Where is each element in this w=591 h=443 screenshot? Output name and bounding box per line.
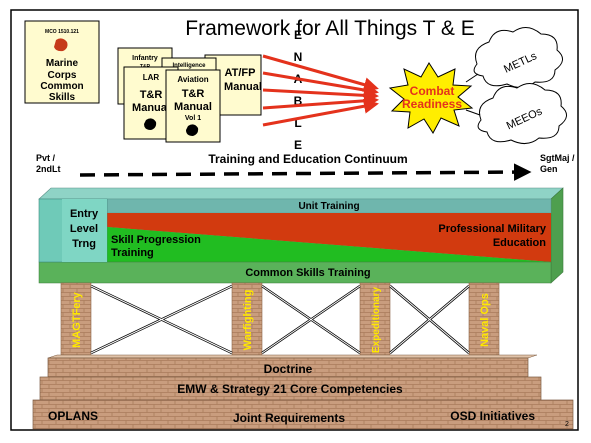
pillar-expeditionary bbox=[359, 282, 391, 356]
continuum-start-line-1: Pvt / bbox=[36, 153, 56, 163]
metls-cloud: METLs bbox=[473, 27, 563, 88]
continuum-end-line-1: SgtMaj / bbox=[540, 153, 575, 163]
lar-emblem-icon bbox=[144, 118, 157, 130]
pillar-warfighting-label: Warfighting bbox=[242, 290, 254, 351]
oplans-label: OPLANS bbox=[48, 409, 98, 423]
infantry-title: Infantry bbox=[132, 55, 158, 62]
common-skills-band bbox=[38, 261, 552, 284]
continuum-label: Training and Education Continuum bbox=[208, 152, 407, 166]
lar-tr: T&R bbox=[140, 89, 163, 101]
eagle-globe-anchor-icon bbox=[54, 38, 68, 52]
joint-requirements-label: Joint Requirements bbox=[233, 411, 345, 425]
aviation-emblem-icon bbox=[186, 124, 199, 136]
pme-band bbox=[107, 213, 551, 262]
readiness-label: Readiness bbox=[402, 97, 462, 111]
continuum-end-line-2: Gen bbox=[540, 164, 558, 174]
pillar-magtfery-label: MAGTFery bbox=[71, 291, 83, 348]
aviation-title: Aviation bbox=[177, 75, 208, 84]
pillar-naval-ops-label: Naval Ops bbox=[479, 293, 491, 347]
pillar-expeditionary-label: Expeditionary bbox=[371, 287, 382, 354]
atfp-title: AT/FP bbox=[225, 67, 256, 79]
aviation-tr: T&R bbox=[182, 88, 205, 100]
manual-stack: AT/FP Manual Infantry T&R Intelligence L… bbox=[117, 47, 262, 143]
pillars: MAGTFery Warfighting Expeditionary Naval… bbox=[60, 282, 500, 356]
unit-training-label: Unit Training bbox=[298, 201, 359, 212]
mcs-line-4: Skills bbox=[49, 92, 76, 103]
entry-label-line-1: Entry bbox=[70, 208, 99, 220]
emw-label: EMW & Strategy 21 Core Competencies bbox=[177, 382, 403, 396]
combat-readiness-burst: Combat Readiness bbox=[388, 62, 474, 134]
truss-highlights bbox=[90, 285, 470, 354]
doctrine-label: Doctrine bbox=[264, 362, 313, 376]
slide-title: Framework for All Things T & E bbox=[185, 17, 474, 40]
lar-manual: Manual bbox=[132, 102, 170, 114]
entry-level-face bbox=[62, 199, 107, 262]
enable-letter-4: B bbox=[294, 94, 303, 108]
page-number: 2 bbox=[565, 421, 569, 428]
intelligence-title: Intelligence bbox=[172, 63, 206, 69]
mcs-order-number: MCO 1510.121 bbox=[45, 29, 79, 35]
common-skills-label: Common Skills Training bbox=[245, 267, 370, 279]
continuum-arrow bbox=[79, 163, 532, 181]
enable-letter-6: E bbox=[294, 138, 302, 152]
slide-border bbox=[10, 9, 579, 431]
enable-letter-5: L bbox=[294, 116, 301, 130]
skill-label-line-2: Training bbox=[111, 247, 154, 259]
layer-side-face bbox=[550, 187, 564, 284]
cloud-connectors bbox=[465, 73, 481, 116]
layer-top-face bbox=[38, 187, 564, 200]
osd-initiatives-label: OSD Initiatives bbox=[450, 409, 535, 423]
lar-title: LAR bbox=[143, 73, 160, 82]
entry-label-line-3: Trng bbox=[72, 238, 96, 250]
meeos-cloud: MEEOs bbox=[477, 83, 567, 144]
combat-label: Combat bbox=[410, 84, 455, 98]
skill-progression-band bbox=[107, 227, 551, 262]
mcs-manual: MCO 1510.121 Marine Corps Common Skills bbox=[24, 20, 100, 104]
pillar-warfighting bbox=[231, 282, 263, 356]
mcs-line-1: Marine bbox=[46, 58, 79, 69]
aviation-volume: Vol 1 bbox=[185, 115, 201, 122]
enable-arrows bbox=[262, 54, 379, 127]
mcs-line-2: Corps bbox=[48, 70, 77, 81]
enable-letter-2: N bbox=[294, 50, 303, 64]
skill-label-line-1: Skill Progression bbox=[111, 234, 201, 246]
entry-label-line-2: Level bbox=[70, 223, 98, 235]
pme-label-line-2: Education bbox=[493, 237, 546, 249]
enable-letters: E N A B L E bbox=[294, 28, 303, 152]
truss-bracing bbox=[90, 284, 470, 355]
continuum-start-line-2: 2ndLt bbox=[36, 164, 61, 174]
atfp-subtitle: Manual bbox=[224, 81, 262, 93]
aviation-manual: Manual bbox=[174, 101, 212, 113]
enable-letter-1: E bbox=[294, 28, 302, 42]
pillar-magtfery bbox=[60, 282, 92, 356]
base-layer bbox=[32, 399, 574, 430]
mcs-line-3: Common bbox=[40, 81, 83, 92]
pillar-naval-ops bbox=[468, 282, 500, 356]
pme-label-line-1: Professional Military bbox=[438, 223, 546, 235]
